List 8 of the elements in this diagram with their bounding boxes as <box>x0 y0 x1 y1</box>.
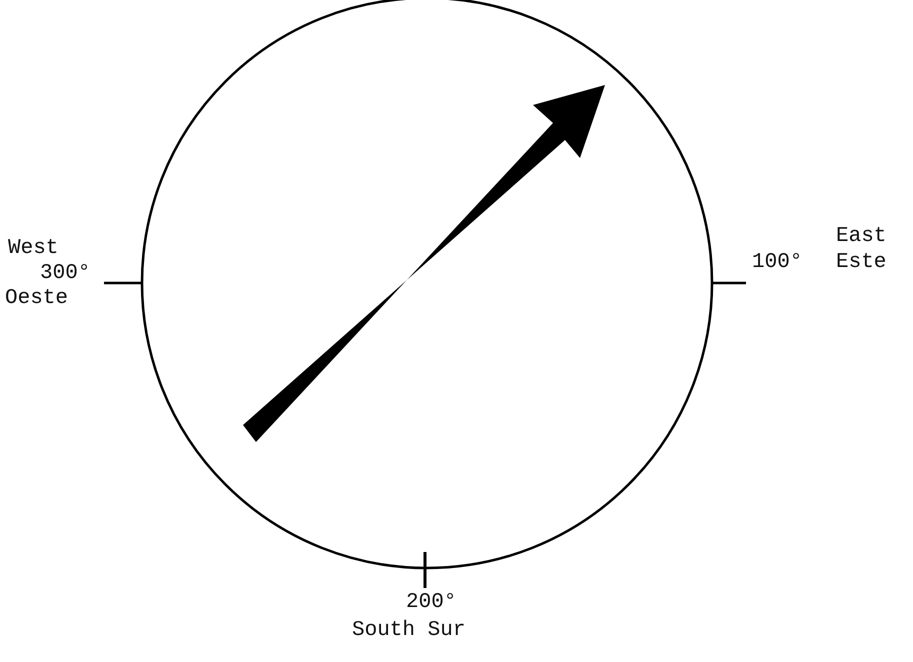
degree-label: 100° <box>752 252 802 273</box>
direction-label: East <box>836 226 886 247</box>
degree-label: 200° <box>406 592 456 613</box>
degree-label: 300° <box>40 263 90 284</box>
direction-label: Oeste <box>5 288 68 309</box>
direction-label: West <box>8 238 58 259</box>
direction-label: South Sur <box>352 620 466 641</box>
direction-label: Este <box>836 252 886 273</box>
